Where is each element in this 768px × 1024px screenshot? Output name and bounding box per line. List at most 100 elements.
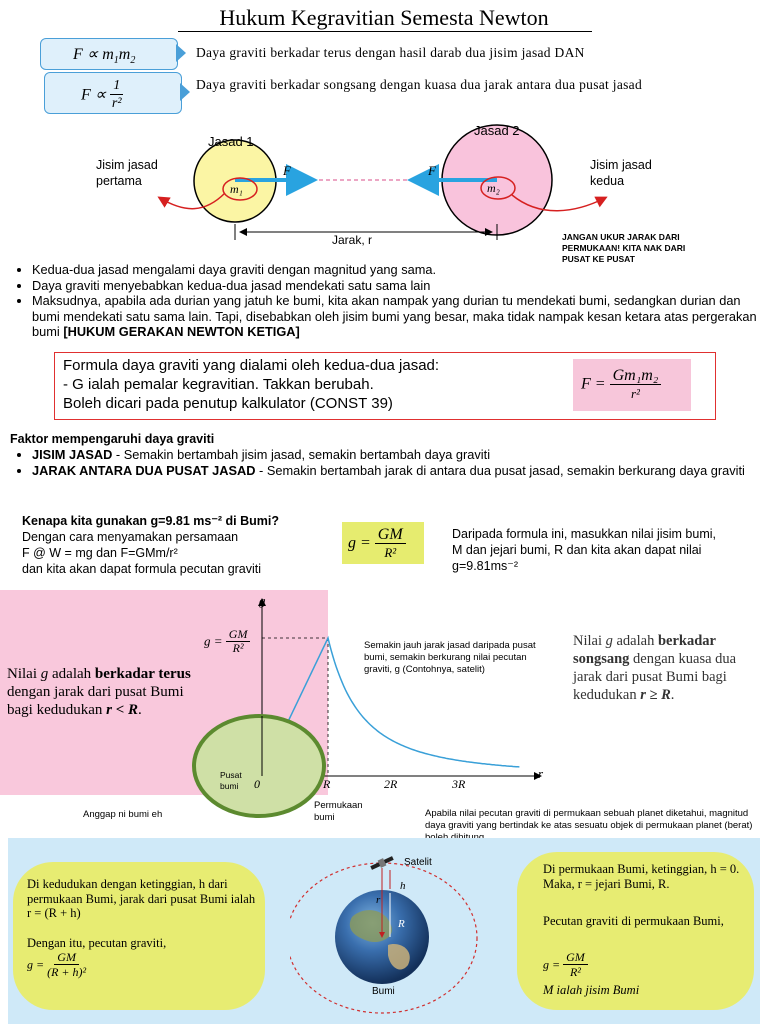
two-bodies-diagram [157, 124, 608, 240]
satelit-label: Satelit [404, 857, 432, 868]
factors-list: JISIM JASAD - Semakin bertambah jisim ja… [10, 447, 750, 478]
page-title: Hukum Kegravitian Semesta Newton [219, 5, 549, 30]
pill-arrow-2 [180, 83, 190, 101]
force-label-2: F [428, 163, 436, 178]
factors-heading: Faktor mempengaruhi daya graviti [10, 432, 215, 446]
left-graph-text: Nilai g adalah berkadar terus dengan jar… [7, 666, 191, 718]
bottom-left-text-1: Di kedudukan dengan ketinggian, h dari p… [27, 877, 256, 920]
left-text-cond: r < R [106, 702, 139, 718]
bumi-label: Bumi [372, 986, 395, 997]
bottom-right-num: GM [563, 950, 588, 965]
why-line-2: F @ W = mg dan F=GMm/r² [22, 546, 178, 560]
mass-2-note: Jisim jasad kedua [590, 158, 652, 188]
bottom-right-text-1: Di permukaan Bumi, ketinggian, h = 0. Ma… [543, 862, 740, 891]
factor-1-bold: JISIM JASAD [32, 447, 113, 462]
f1-m2: m [118, 46, 131, 63]
bottom-left-den: (R + h)² [47, 965, 87, 979]
right-text-mid: adalah [612, 633, 658, 649]
g-curve [261, 635, 520, 777]
bottom-left-text-2: Dengan itu, pecutan graviti, [27, 936, 167, 950]
formula-box: Formula daya graviti yang dialami oleh k… [54, 352, 716, 420]
earth-circle [192, 714, 326, 818]
force-formula-fraction: Gm₁m₂ r² [609, 367, 662, 402]
why-line-1: Dengan cara menyamakan persamaan [22, 530, 239, 544]
bottom-right-fraction: GM R² [563, 950, 588, 979]
m1-label: m₁ [230, 182, 243, 196]
left-text-g: g [40, 666, 49, 682]
satellite-icon [370, 856, 394, 870]
f1-sub2: 2 [130, 55, 136, 67]
bullets-section-1: Kedua-dua jasad mengalami daya graviti d… [10, 262, 760, 340]
bullet-1: Kedua-dua jasad mengalami daya graviti d… [32, 262, 760, 278]
body-2-label: Jasad 2 [474, 123, 520, 138]
bottom-right-text-3: M ialah jisim Bumi [543, 983, 640, 997]
g-formula-box: g = GM R² [342, 522, 424, 564]
g-vs-r-graph [192, 598, 542, 818]
graph-g-den: R² [232, 641, 244, 655]
distance-warning: JANGAN UKUR JARAK DARI PERMUKAAN! KITA N… [562, 232, 686, 264]
bottom-right-text-2: Pecutan graviti di permukaan Bumi, [543, 914, 724, 928]
x-axis-label: r [538, 766, 544, 781]
mass-1-note: Jisim jasad pertama [96, 158, 158, 188]
g-formula-lhs: g = [348, 534, 371, 552]
bottom-right-den: R² [569, 965, 581, 979]
force-formula-lhs: F = [581, 375, 606, 393]
formula-line-3: Boleh dicari pada penutup kalkulator (CO… [63, 395, 393, 412]
m1-ring [222, 177, 258, 201]
f1-sub1: 1 [113, 55, 119, 67]
bullet-2: Daya graviti menyebabkan kedua-dua jasad… [32, 278, 760, 294]
g-formula-fraction: GM R² [374, 526, 406, 561]
m2-pointer [511, 194, 608, 212]
m2-label: m₂ [487, 181, 500, 195]
graph-g-lhs: g = [204, 633, 223, 649]
bottom-left-fraction: GM (R + h)² [47, 950, 86, 979]
anggap-label: Anggap ni bumi eh [83, 809, 163, 820]
left-text-pre: Nilai [7, 666, 41, 682]
right-text-post: dengan kuasa dua jarak dari pusat Bumi b… [573, 651, 737, 703]
formula-pill-1: F ∝ m1m2 [40, 38, 178, 70]
force-formula-den: r² [630, 386, 640, 401]
g-formula-num: GM [374, 526, 406, 544]
bullet-3-bold: [HUKUM GERAKAN NEWTON KETIGA] [63, 324, 300, 339]
right-text-pre: Nilai [573, 633, 606, 649]
formula-pill-2: F ∝ 1 r² [44, 72, 182, 114]
bullet-3: Maksudnya, apabila ada durian yang jatuh… [32, 293, 760, 340]
left-text-post: dengan jarak dari pusat Bumi bagi kedudu… [7, 684, 184, 718]
force-formula: F = Gm₁m₂ r² [573, 359, 691, 411]
factor-2: JARAK ANTARA DUA PUSAT JASAD - Semakin b… [32, 463, 750, 479]
why-g-block: Kenapa kita gunakan g=9.81 ms⁻² di Bumi?… [22, 513, 279, 577]
f2-num: 1 [110, 77, 124, 95]
tick-0: 0 [254, 777, 260, 791]
right-text-bold: berkadar songsang [573, 633, 716, 667]
g-formula-den: R² [384, 545, 397, 560]
bottom-right-formula: g = GM R² [543, 950, 588, 979]
graph-g-num: GM [225, 628, 251, 642]
factor-2-rest: - Semakin bertambah jarak di antara dua … [255, 462, 745, 478]
why-line-3: dan kita akan dapat formula pecutan grav… [22, 562, 262, 576]
f2-fraction: 1 r² [110, 77, 124, 112]
f1-description: Daya graviti berkadar terus dengan hasil… [196, 45, 585, 60]
mid-graph-note: Semakin jauh jarak jasad daripada pusat … [364, 640, 536, 675]
bottom-left-g: g = [27, 957, 45, 972]
right-text-g: g [605, 633, 613, 649]
factor-2-bold: JARAK ANTARA DUA PUSAT JASAD [32, 462, 256, 478]
m2-ring [480, 176, 516, 200]
bottom-right-g: g = [543, 957, 561, 972]
bottom-left-blob: Di kedudukan dengan ketinggian, h dari p… [13, 862, 265, 1010]
tick-R: R [323, 777, 331, 791]
f2-den: r² [111, 96, 122, 111]
apabila-note: Apabila nilai pecutan graviti di permuka… [425, 808, 753, 843]
formula-line-2: - G ialah pemalar kegravitian. Takkan be… [63, 376, 374, 393]
h-label: h [400, 880, 406, 892]
distance-label: Jarak, r [332, 233, 373, 247]
left-text-mid: adalah [48, 666, 95, 682]
graph-g-fraction: GM R² [225, 628, 251, 655]
f1-lhs: F ∝ m [73, 46, 114, 63]
force-formula-num: Gm₁m₂ [609, 367, 662, 385]
right-text-cond: r ≥ R [640, 687, 671, 703]
R-label: R [398, 918, 405, 930]
y-axis-label: g [259, 593, 266, 608]
tick-2R: 2R [384, 777, 398, 791]
left-text-bold: berkadar terus [94, 666, 191, 682]
pusat-bumi-label: Pusat bumi [220, 770, 242, 791]
